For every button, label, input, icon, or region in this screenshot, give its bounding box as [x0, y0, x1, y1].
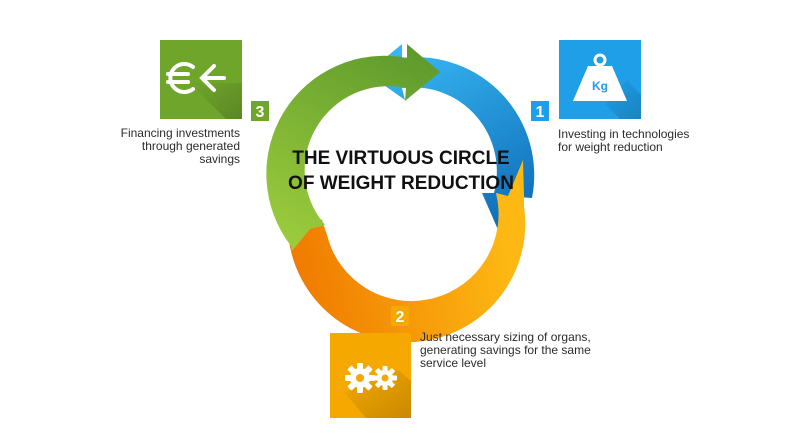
step-2-description: Just necessary sizing of organs, generat… [420, 331, 660, 370]
step-2-description-line: service level [420, 356, 487, 370]
arrow-orange [281, 160, 526, 343]
gears-icon [345, 363, 397, 393]
cycle-arrows [266, 44, 535, 343]
step-2-number-badge: 2 [391, 306, 409, 326]
arrow-green [266, 44, 440, 251]
step-3-number-badge: 3 [251, 101, 269, 121]
svg-text:2: 2 [396, 309, 405, 326]
step-3-description-line: savings [199, 152, 240, 166]
step-2-tile [330, 333, 411, 418]
diagram-title-line-2: OF WEIGHT REDUCTION [288, 173, 514, 194]
step-1-number-badge: 1 [531, 101, 549, 121]
svg-text:3: 3 [256, 104, 265, 121]
euro-arrow-icon [166, 62, 226, 94]
arrow-blue [367, 44, 535, 232]
step-2-description-line: generating savings for the same [420, 343, 591, 357]
step-1-description-line: for weight reduction [558, 140, 663, 154]
step-3-description: Financing investments through generated … [92, 127, 240, 166]
step-1-tile: Kg [559, 40, 641, 119]
step-1-description-line: Investing in technologies [558, 127, 690, 141]
step-3-description-line: Financing investments [120, 126, 240, 140]
step-3-description-line: through generated [141, 139, 240, 153]
step-1-description: Investing in technologies for weight red… [558, 128, 758, 154]
diagram-title-line-1: THE VIRTUOUS CIRCLE [292, 148, 509, 169]
step-2-description-line: Just necessary sizing of organs, [420, 330, 591, 344]
step-3-tile [160, 40, 242, 119]
weight-kg-label: Kg [592, 79, 608, 93]
svg-text:1: 1 [536, 104, 545, 121]
weight-kg-icon: Kg [573, 53, 627, 101]
